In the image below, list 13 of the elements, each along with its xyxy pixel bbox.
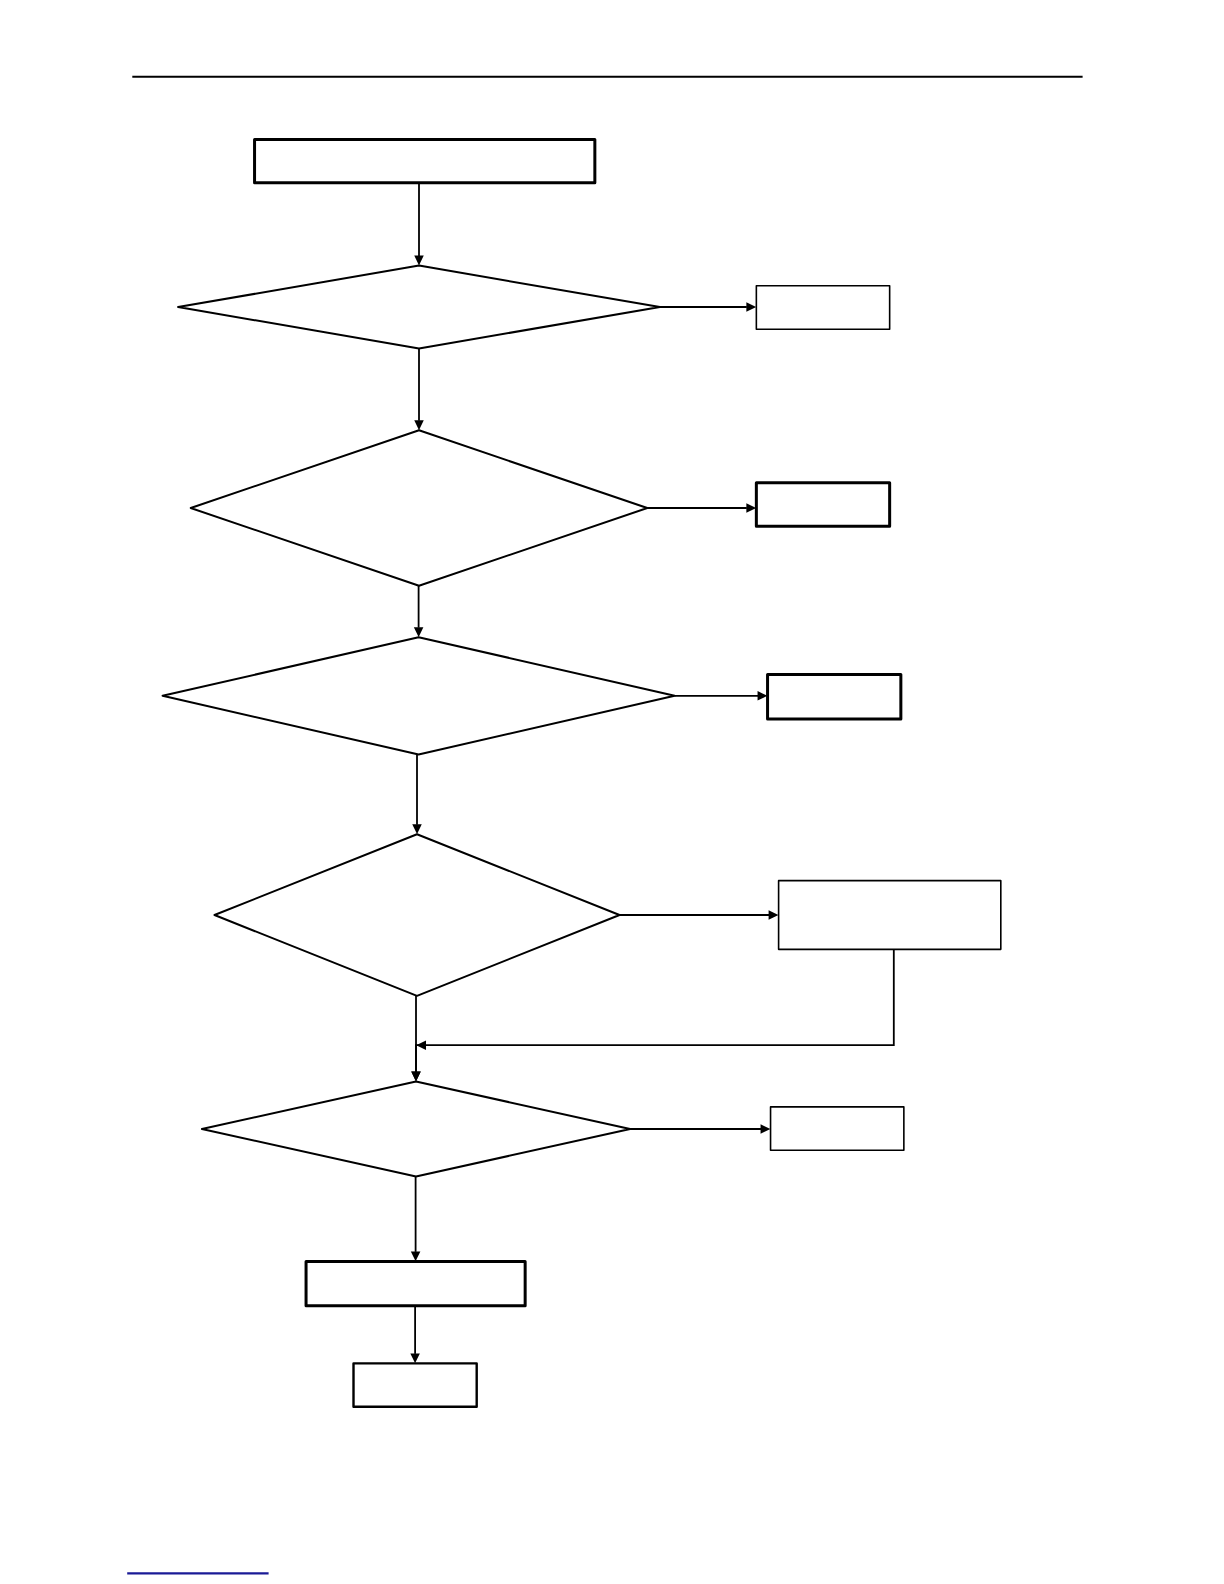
process-box bbox=[253, 137, 597, 185]
process-box bbox=[769, 1106, 905, 1152]
process-box bbox=[755, 285, 891, 330]
process-box bbox=[304, 1259, 527, 1308]
decision-diamond bbox=[213, 833, 621, 997]
decision-diamond bbox=[189, 429, 649, 587]
process-box bbox=[754, 481, 892, 528]
decision-diamond bbox=[177, 264, 661, 350]
decision-diamond bbox=[161, 636, 676, 756]
decision-diamond bbox=[200, 1080, 632, 1178]
process-box bbox=[777, 879, 1002, 951]
process-box bbox=[766, 673, 903, 721]
process-box bbox=[352, 1362, 478, 1408]
